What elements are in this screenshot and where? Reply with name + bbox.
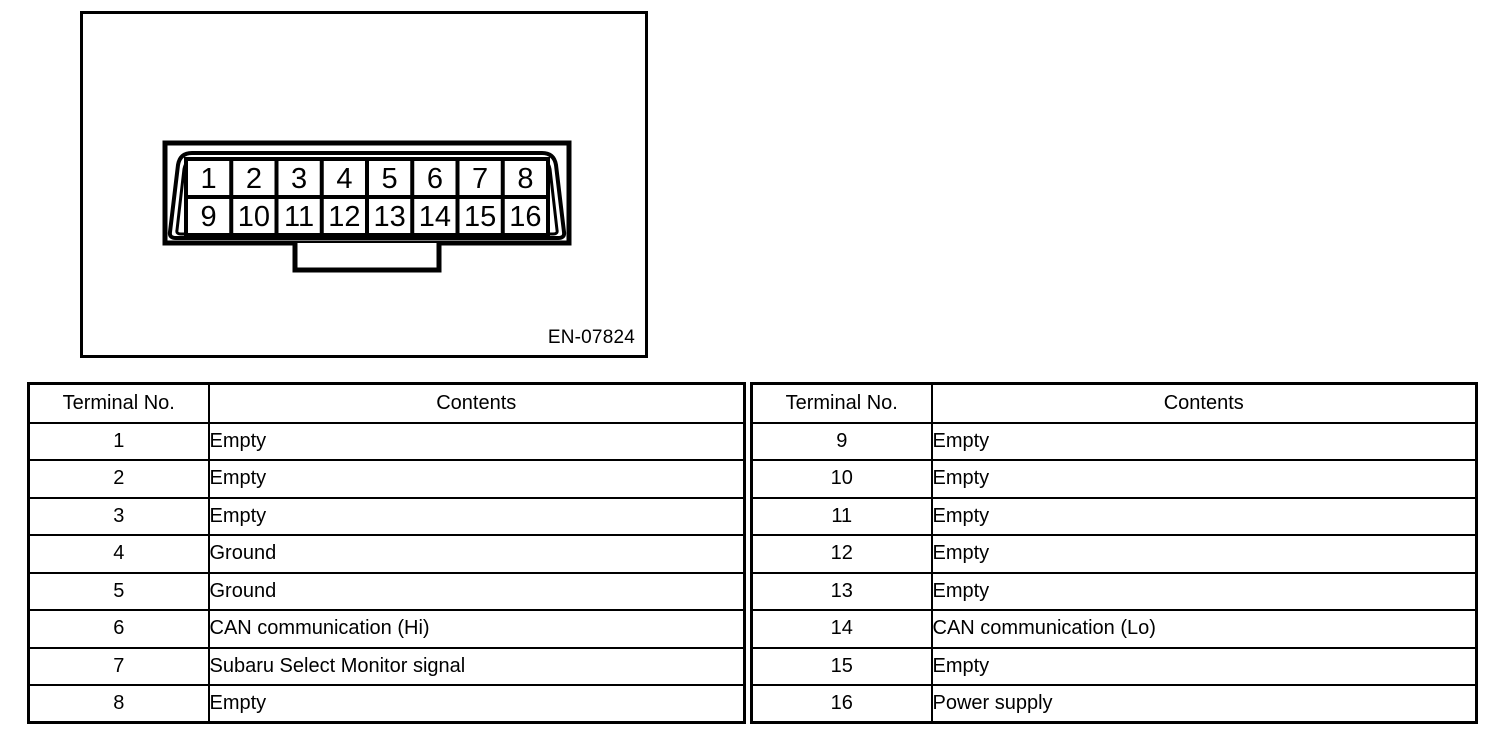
- pin-number-labels-top: 1 2 3 4 5 6 7 8: [201, 163, 534, 195]
- cell-terminal-no: 13: [750, 571, 933, 611]
- cell-contents: Empty: [930, 571, 1478, 611]
- cell-contents: Empty: [207, 421, 746, 461]
- cell-contents: Ground: [207, 571, 746, 611]
- pin-label-14: 14: [419, 201, 451, 233]
- pin-label-4: 4: [336, 163, 352, 195]
- pin-label-16: 16: [509, 201, 541, 233]
- cell-contents: Empty: [930, 534, 1478, 574]
- cell-terminal-no: 12: [750, 534, 933, 574]
- pin-label-1: 1: [201, 163, 217, 195]
- connector-pin-grid: [184, 157, 550, 237]
- pin-label-15: 15: [464, 201, 496, 233]
- pin-label-8: 8: [517, 163, 533, 195]
- cell-terminal-no: 1: [27, 421, 210, 461]
- cell-contents: Ground: [207, 534, 746, 574]
- cell-terminal-no: 2: [27, 459, 210, 499]
- pin-label-6: 6: [427, 163, 443, 195]
- cell-terminal-no: 7: [27, 646, 210, 686]
- column-header-terminal-no: Terminal No.: [27, 382, 210, 424]
- obd-connector-diagram: 1 2 3 4 5 6 7 8 9 10 11 12 13 14 15 16: [162, 140, 572, 273]
- cell-contents: Empty: [207, 496, 746, 536]
- cell-terminal-no: 11: [750, 496, 933, 536]
- cell-terminal-no: 6: [27, 609, 210, 649]
- cell-contents: Empty: [207, 459, 746, 499]
- cell-terminal-no: 3: [27, 496, 210, 536]
- pin-label-5: 5: [382, 163, 398, 195]
- cell-contents: Empty: [930, 459, 1478, 499]
- pin-label-11: 11: [284, 201, 314, 233]
- connector-figure-panel: 1 2 3 4 5 6 7 8 9 10 11 12 13 14 15 16 E…: [80, 11, 648, 358]
- table-header-row: Terminal No. Contents: [750, 382, 1478, 424]
- cell-contents: CAN communication (Hi): [207, 609, 746, 649]
- cell-terminal-no: 9: [750, 421, 933, 461]
- pin-label-13: 13: [373, 201, 405, 233]
- pin-label-3: 3: [291, 163, 307, 195]
- pin-label-12: 12: [328, 201, 360, 233]
- cell-contents: Empty: [930, 496, 1478, 536]
- connector-bottom-tab: [292, 243, 442, 273]
- pin-number-labels-bottom: 9 10 11 12 13 14 15 16: [201, 201, 542, 233]
- pin-label-9: 9: [201, 201, 217, 233]
- cell-terminal-no: 14: [750, 609, 933, 649]
- cell-terminal-no: 5: [27, 571, 210, 611]
- column-header-terminal-no: Terminal No.: [750, 382, 933, 424]
- pin-label-2: 2: [246, 163, 262, 195]
- cell-terminal-no: 16: [750, 684, 933, 724]
- figure-caption: EN-07824: [547, 327, 635, 348]
- cell-terminal-no: 15: [750, 646, 933, 686]
- cell-terminal-no: 10: [750, 459, 933, 499]
- column-header-contents: Contents: [207, 382, 746, 424]
- column-header-contents: Contents: [930, 382, 1478, 424]
- cell-terminal-no: 4: [27, 534, 210, 574]
- cell-contents: CAN communication (Lo): [930, 609, 1478, 649]
- table-header-row: Terminal No. Contents: [27, 382, 746, 424]
- cell-contents: Empty: [930, 421, 1478, 461]
- pin-label-10: 10: [238, 201, 270, 233]
- cell-contents: Power supply: [930, 684, 1478, 724]
- cell-terminal-no: 8: [27, 684, 210, 724]
- cell-contents: Empty: [930, 646, 1478, 686]
- cell-contents: Subaru Select Monitor signal: [207, 646, 746, 686]
- pin-label-7: 7: [472, 163, 488, 195]
- connector-inner-trapezoid: [167, 151, 567, 240]
- cell-contents: Empty: [207, 684, 746, 724]
